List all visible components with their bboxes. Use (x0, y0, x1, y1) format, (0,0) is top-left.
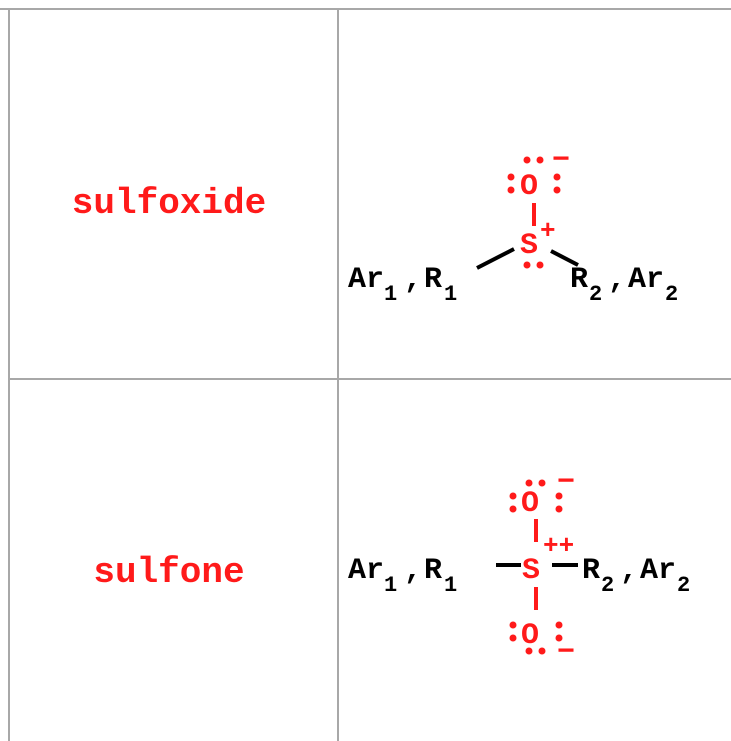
sulfone-sulfur: S (522, 554, 540, 588)
sulfone-right-sep: , (620, 554, 638, 588)
sulfone-o2-lone-pair-dot (555, 621, 563, 629)
sulfone-o2-lone-pair-dot (538, 647, 546, 655)
sulfone-o1-lone-pair-dot (555, 492, 563, 500)
sulfone-o1-lone-pair-dot (555, 505, 563, 513)
sulfoxide-o-lone-pair-dot (553, 173, 561, 181)
sulfone-o2-lone-pair-dot (509, 621, 517, 629)
sulfone-right-r: R (582, 554, 600, 588)
sulfone-right-ar: Ar (640, 554, 676, 588)
sulfoxide-sulfur: S (520, 229, 538, 263)
sulfoxide-o-lone-pair-dot (536, 156, 544, 164)
sulfone-o2-lone-pair-dot (555, 634, 563, 642)
row-divider (8, 378, 731, 380)
sulfone-bottom-oxygen-charge: − (557, 636, 575, 670)
table-top-border (0, 8, 731, 10)
sulfoxide-left-ar: Ar (348, 263, 384, 297)
sulfone-top-oxygen: O (521, 487, 539, 521)
sulfone-left-ar-sub: 1 (384, 573, 397, 598)
sulfoxide-bond-right (550, 249, 579, 267)
sulfoxide-left-sep: , (404, 263, 422, 297)
sulfone-o1-lone-pair-dot (509, 505, 517, 513)
sulfoxide-o-lone-pair-dot (507, 173, 515, 181)
sulfoxide-bond-left (476, 247, 515, 270)
row-label-sulfoxide: sulfoxide (71, 183, 267, 224)
sulfone-o2-lone-pair-dot (509, 634, 517, 642)
sulfoxide-right-ar: Ar (628, 263, 664, 297)
sulfoxide-s-lone-pair-dot (523, 261, 531, 269)
sulfoxide-oxygen-charge: − (552, 144, 570, 178)
sulfone-o1-lone-pair-dot (538, 479, 546, 487)
sulfone-right-r-sub: 2 (601, 573, 614, 598)
sulfone-left-ar: Ar (348, 554, 384, 588)
sulfoxide-o-lone-pair-dot (553, 186, 561, 194)
sulfoxide-right-r-sub: 2 (589, 282, 602, 307)
sulfoxide-o-lone-pair-dot (507, 186, 515, 194)
sulfoxide-left-r: R (424, 263, 442, 297)
sulfone-left-sep: , (404, 554, 422, 588)
sulfoxide-right-ar-sub: 2 (665, 282, 678, 307)
sulfone-right-ar-sub: 2 (677, 573, 690, 598)
sulfone-o1-lone-pair-dot (525, 479, 533, 487)
sulfone-left-r-sub: 1 (444, 573, 457, 598)
sulfone-o2-lone-pair-dot (525, 647, 533, 655)
row-label-sulfone: sulfone (93, 552, 245, 593)
table-left-border (8, 8, 10, 741)
sulfoxide-right-r: R (570, 263, 588, 297)
sulfoxide-sulfur-charge: + (540, 216, 556, 246)
sulfone-o1-lone-pair-dot (509, 492, 517, 500)
sulfoxide-left-ar-sub: 1 (384, 282, 397, 307)
sulfoxide-right-sep: , (608, 263, 626, 297)
sulfone-sulfur-charge: ++ (543, 531, 574, 561)
sulfoxide-o-lone-pair-dot (523, 156, 531, 164)
sulfone-top-oxygen-charge: − (557, 466, 575, 500)
sulfoxide-oxygen: O (520, 170, 538, 204)
sulfoxide-structure: Ar 1 , R 1 S + O − R 2 , (348, 144, 678, 307)
sulfone-bottom-oxygen: O (521, 619, 539, 653)
sulfone-structure: Ar 1 , R 1 S ++ O − O − (348, 466, 690, 670)
sulfone-left-r: R (424, 554, 442, 588)
sulfoxide-s-lone-pair-dot (536, 261, 544, 269)
sulfoxide-left-r-sub: 1 (444, 282, 457, 307)
column-divider (337, 8, 339, 741)
